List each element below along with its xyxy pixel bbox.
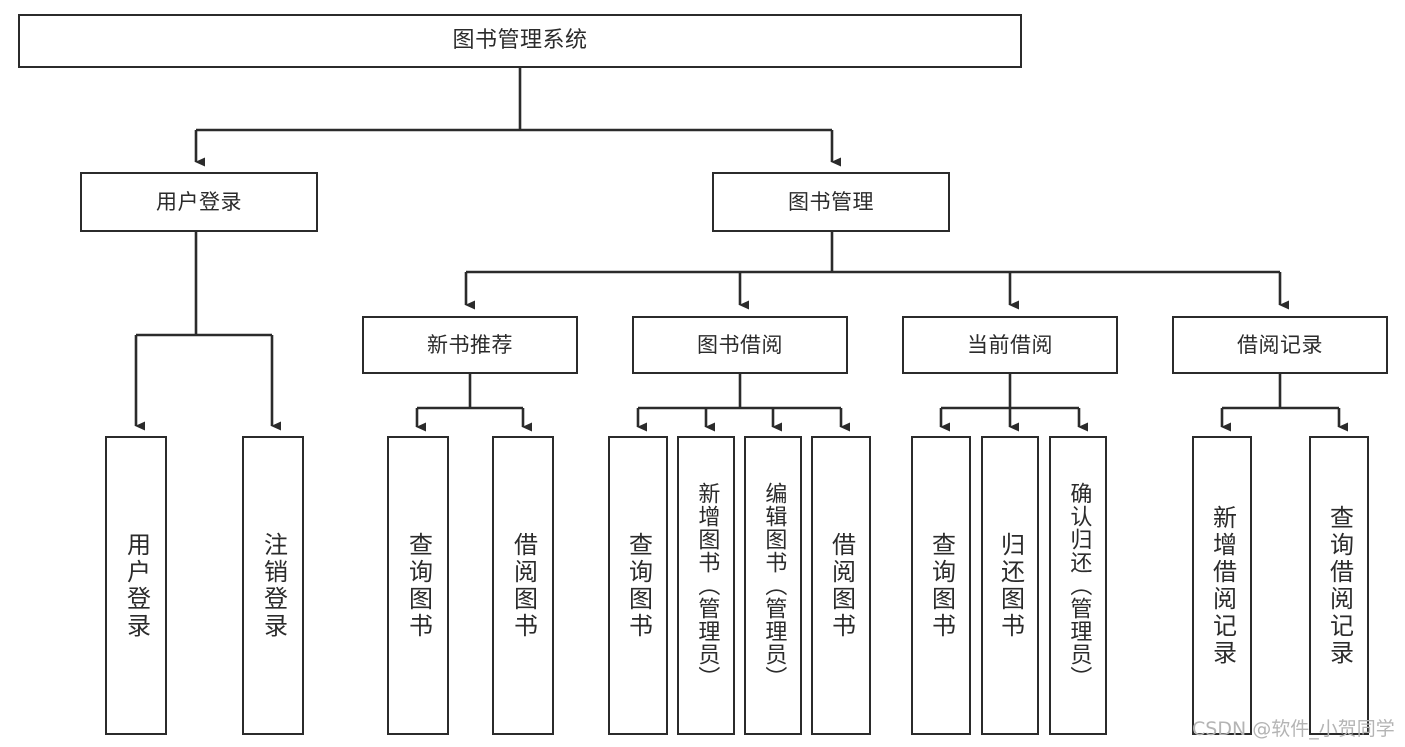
node-book-manage-label: 图书管理	[788, 189, 874, 214]
node-book-borrow-label: 图书借阅	[697, 332, 783, 357]
node-leaf-add-record-label: 新增借阅记录	[1208, 504, 1237, 667]
node-leaf-return-book-label: 归还图书	[996, 531, 1025, 640]
node-leaf-query-book-3-label: 查询图书	[927, 531, 956, 640]
node-leaf-confirm-return-label: 确认归还（管理员）	[1066, 482, 1092, 689]
node-leaf-query-record-label: 查询借阅记录	[1325, 504, 1354, 667]
node-user-login-label: 用户登录	[156, 189, 242, 214]
node-current-borrow-label: 当前借阅	[967, 332, 1053, 357]
node-leaf-logout-login[interactable]: 注销登录	[242, 436, 304, 735]
node-new-book-recommend-label: 新书推荐	[427, 332, 513, 357]
node-book-borrow[interactable]: 图书借阅	[632, 316, 848, 374]
node-leaf-user-login-label: 用户登录	[122, 531, 151, 640]
node-leaf-query-record[interactable]: 查询借阅记录	[1309, 436, 1369, 735]
node-leaf-borrow-book-2-label: 借阅图书	[827, 531, 856, 640]
node-leaf-query-book-2[interactable]: 查询图书	[608, 436, 668, 735]
node-root-system[interactable]: 图书管理系统	[18, 14, 1022, 68]
node-user-login[interactable]: 用户登录	[80, 172, 318, 232]
csdn-watermark: CSDN @软件_小贺同学	[1192, 718, 1395, 740]
node-leaf-logout-login-label: 注销登录	[259, 531, 288, 640]
node-leaf-edit-book[interactable]: 编辑图书（管理员）	[744, 436, 802, 735]
node-root-system-label: 图书管理系统	[452, 28, 588, 54]
node-leaf-add-record[interactable]: 新增借阅记录	[1192, 436, 1252, 735]
node-current-borrow[interactable]: 当前借阅	[902, 316, 1118, 374]
node-leaf-borrow-book-1-label: 借阅图书	[509, 531, 538, 640]
node-leaf-query-book-1-label: 查询图书	[404, 531, 433, 640]
node-leaf-add-book[interactable]: 新增图书（管理员）	[677, 436, 735, 735]
node-leaf-add-book-label: 新增图书（管理员）	[694, 482, 720, 689]
node-borrow-record[interactable]: 借阅记录	[1172, 316, 1388, 374]
node-leaf-confirm-return[interactable]: 确认归还（管理员）	[1049, 436, 1107, 735]
node-leaf-borrow-book-1[interactable]: 借阅图书	[492, 436, 554, 735]
node-leaf-user-login[interactable]: 用户登录	[105, 436, 167, 735]
node-leaf-query-book-1[interactable]: 查询图书	[387, 436, 449, 735]
node-leaf-query-book-3[interactable]: 查询图书	[911, 436, 971, 735]
node-leaf-edit-book-label: 编辑图书（管理员）	[761, 482, 787, 689]
node-new-book-recommend[interactable]: 新书推荐	[362, 316, 578, 374]
node-leaf-query-book-2-label: 查询图书	[624, 531, 653, 640]
node-book-manage[interactable]: 图书管理	[712, 172, 950, 232]
node-leaf-return-book[interactable]: 归还图书	[981, 436, 1039, 735]
node-leaf-borrow-book-2[interactable]: 借阅图书	[811, 436, 871, 735]
node-borrow-record-label: 借阅记录	[1237, 332, 1323, 357]
